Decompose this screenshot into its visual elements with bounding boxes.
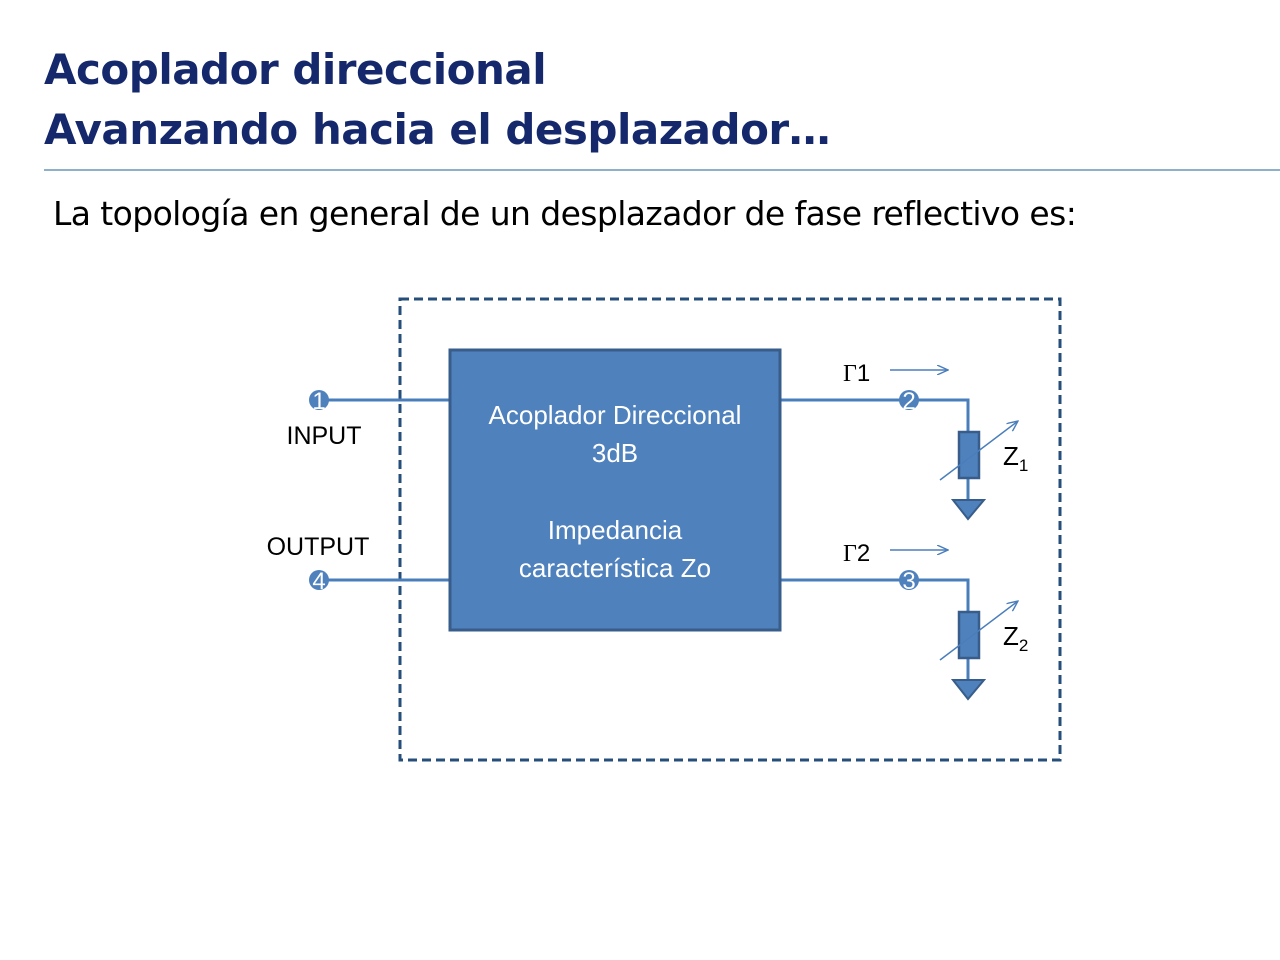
port-3: 3 — [899, 568, 919, 595]
coupler-label-line-3: Impedancia — [548, 515, 683, 545]
gamma-1-symbol: Γ — [843, 361, 857, 387]
input-label: INPUT — [287, 422, 362, 450]
z2-subscript: 2 — [1019, 636, 1028, 655]
z2-name: Z — [1003, 621, 1019, 651]
load-z2: Z2 — [939, 601, 1028, 701]
port-2-number: 2 — [902, 388, 915, 415]
output-label: OUTPUT — [267, 533, 370, 561]
port-1: 1 — [309, 388, 329, 415]
z1-variable-arrow — [939, 421, 1018, 481]
title-line-2: Avanzando hacia el desplazador… — [44, 105, 831, 154]
slide-subtitle: La topología en general de un desplazado… — [53, 194, 1077, 233]
z1-ground-icon — [950, 499, 987, 521]
coupler-label-line-2: 3dB — [592, 438, 638, 468]
title-divider — [44, 169, 1280, 171]
wires — [319, 398, 970, 680]
z2-label: Z2 — [1003, 621, 1028, 655]
z1-label: Z1 — [1003, 441, 1028, 475]
port-4: 4 — [309, 568, 329, 595]
z2-ground-icon — [950, 679, 987, 701]
port-2: 2 — [899, 388, 919, 415]
port-4-number: 4 — [312, 568, 325, 595]
z1-resistor — [957, 430, 981, 480]
coupler-label-line-4: característica Zo — [519, 553, 711, 583]
gamma-1-index: 1 — [857, 360, 870, 387]
gamma-2-label: Γ2 — [843, 540, 870, 567]
z1-name: Z — [1003, 441, 1019, 471]
slide-title: Acoplador direccional Avanzando hacia el… — [44, 40, 831, 160]
coupler-block — [448, 348, 782, 632]
load-z1: Z1 — [939, 421, 1028, 521]
port-3-number: 3 — [902, 568, 915, 595]
dashed-enclosure — [398, 297, 1062, 762]
gamma-2-symbol: Γ — [843, 541, 857, 567]
gamma-2-index: 2 — [857, 540, 870, 567]
z2-variable-arrow — [939, 601, 1018, 661]
z1-subscript: 1 — [1019, 456, 1028, 475]
title-line-1: Acoplador direccional — [44, 45, 547, 94]
z2-resistor — [957, 610, 981, 660]
gamma-1-label: Γ1 — [843, 360, 870, 387]
coupler-label-line-1: Acoplador Direccional — [489, 400, 742, 430]
port-1-number: 1 — [312, 388, 325, 415]
